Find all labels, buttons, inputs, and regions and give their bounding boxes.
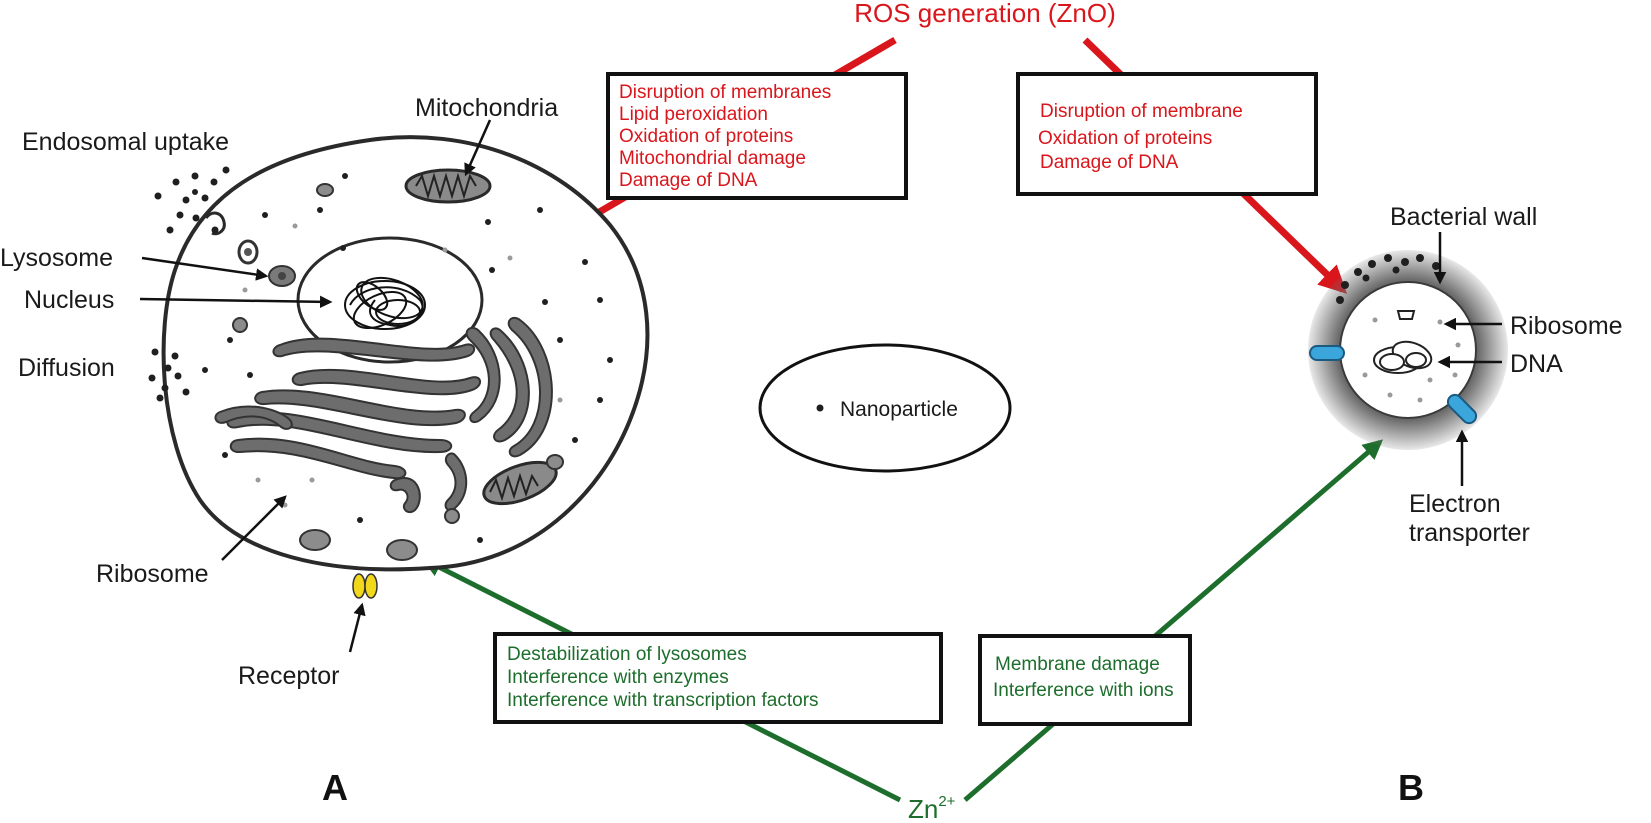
pointer-nucleus [139,295,333,309]
label-diffusion: Diffusion [18,354,115,382]
label-receptor: Receptor [238,662,339,690]
nanoparticle-legend: Nanoparticle [758,343,1012,473]
nanoparticles-extracellular [148,166,230,402]
pointer-receptor [348,602,366,653]
eukaryotic-cell [148,135,650,599]
ros-effect-item: Disruption of membrane [1040,101,1243,122]
zn-arrow-to-bacteria [963,439,1384,802]
label-endosomal-uptake: Endosomal uptake [22,128,229,156]
ros-effects-box-bacteria: Disruption of membrane Oxidation of prot… [1016,72,1318,196]
bacterium [1308,250,1508,450]
panel-label-b: B [1398,767,1424,808]
zn-effect-item: Interference with ions [993,680,1174,701]
nanoparticle-legend-label: Nanoparticle [840,398,958,421]
ros-effect-item: Damage of DNA [619,170,758,191]
zn-effect-item: Interference with enzymes [507,667,729,688]
label-ribosome-bacteria: Ribosome [1510,312,1623,340]
endoplasmic-reticulum [214,316,553,514]
ros-effects-box-cell: Disruption of membranes Lipid peroxidati… [606,72,908,200]
zn-effect-item: Interference with transcription factors [507,690,819,711]
nanoparticles-on-wall [1336,254,1440,304]
zinc-ion-label: Zn2+ [908,793,956,823]
bacterial-dna [1373,340,1433,374]
nanoparticles-intracellular [202,173,613,543]
bacterial-ribosome-shape [1396,310,1416,320]
label-ribosome-cell: Ribosome [96,560,209,588]
vesicle [386,539,418,561]
ros-effect-item: Mitochondrial damage [619,148,806,169]
nanoparticle-icon [816,404,824,412]
vesicle [444,508,460,524]
pointer-mitochondria [464,119,492,177]
vesicle [232,317,248,333]
mitochondrion [404,168,492,204]
label-lysosome: Lysosome [0,244,113,272]
ros-effect-item: Disruption of membranes [619,82,831,103]
label-mitochondria: Mitochondria [415,94,558,122]
electron-transporter [1446,393,1478,425]
pointer-lysosome [141,256,269,281]
receptor [352,573,378,599]
ros-effect-item: Oxidation of proteins [619,126,793,147]
label-bacterial-wall: Bacterial wall [1390,203,1537,231]
ros-title: ROS generation (ZnO) [854,0,1116,28]
electron-transporter [1309,345,1345,361]
zn-effect-item: Membrane damage [995,654,1160,675]
panel-label-a: A [322,767,348,808]
vesicle [316,183,334,197]
label-dna: DNA [1510,350,1563,378]
zn-effects-box-bacteria: Membrane damage Interference with ions [978,634,1192,726]
mitochondrion [482,460,558,506]
ros-effect-item: Lipid peroxidation [619,104,768,125]
pointer-ribosome-cell [221,495,287,561]
zn-effect-item: Destabilization of lysosomes [507,644,747,665]
label-nucleus: Nucleus [24,286,114,314]
label-electron-transporter-line2: transporter [1409,519,1530,547]
ros-effect-item: Damage of DNA [1040,152,1179,173]
vesicle [546,454,564,470]
bacterial-ribosomes [1362,317,1461,403]
chromatin [344,276,426,330]
zn-effects-box-cell: Destabilization of lysosomes Interferenc… [493,632,943,724]
vesicle [299,529,331,551]
ros-effect-item: Oxidation of proteins [1038,128,1212,149]
label-electron-transporter-line1: Electron [1409,490,1501,518]
